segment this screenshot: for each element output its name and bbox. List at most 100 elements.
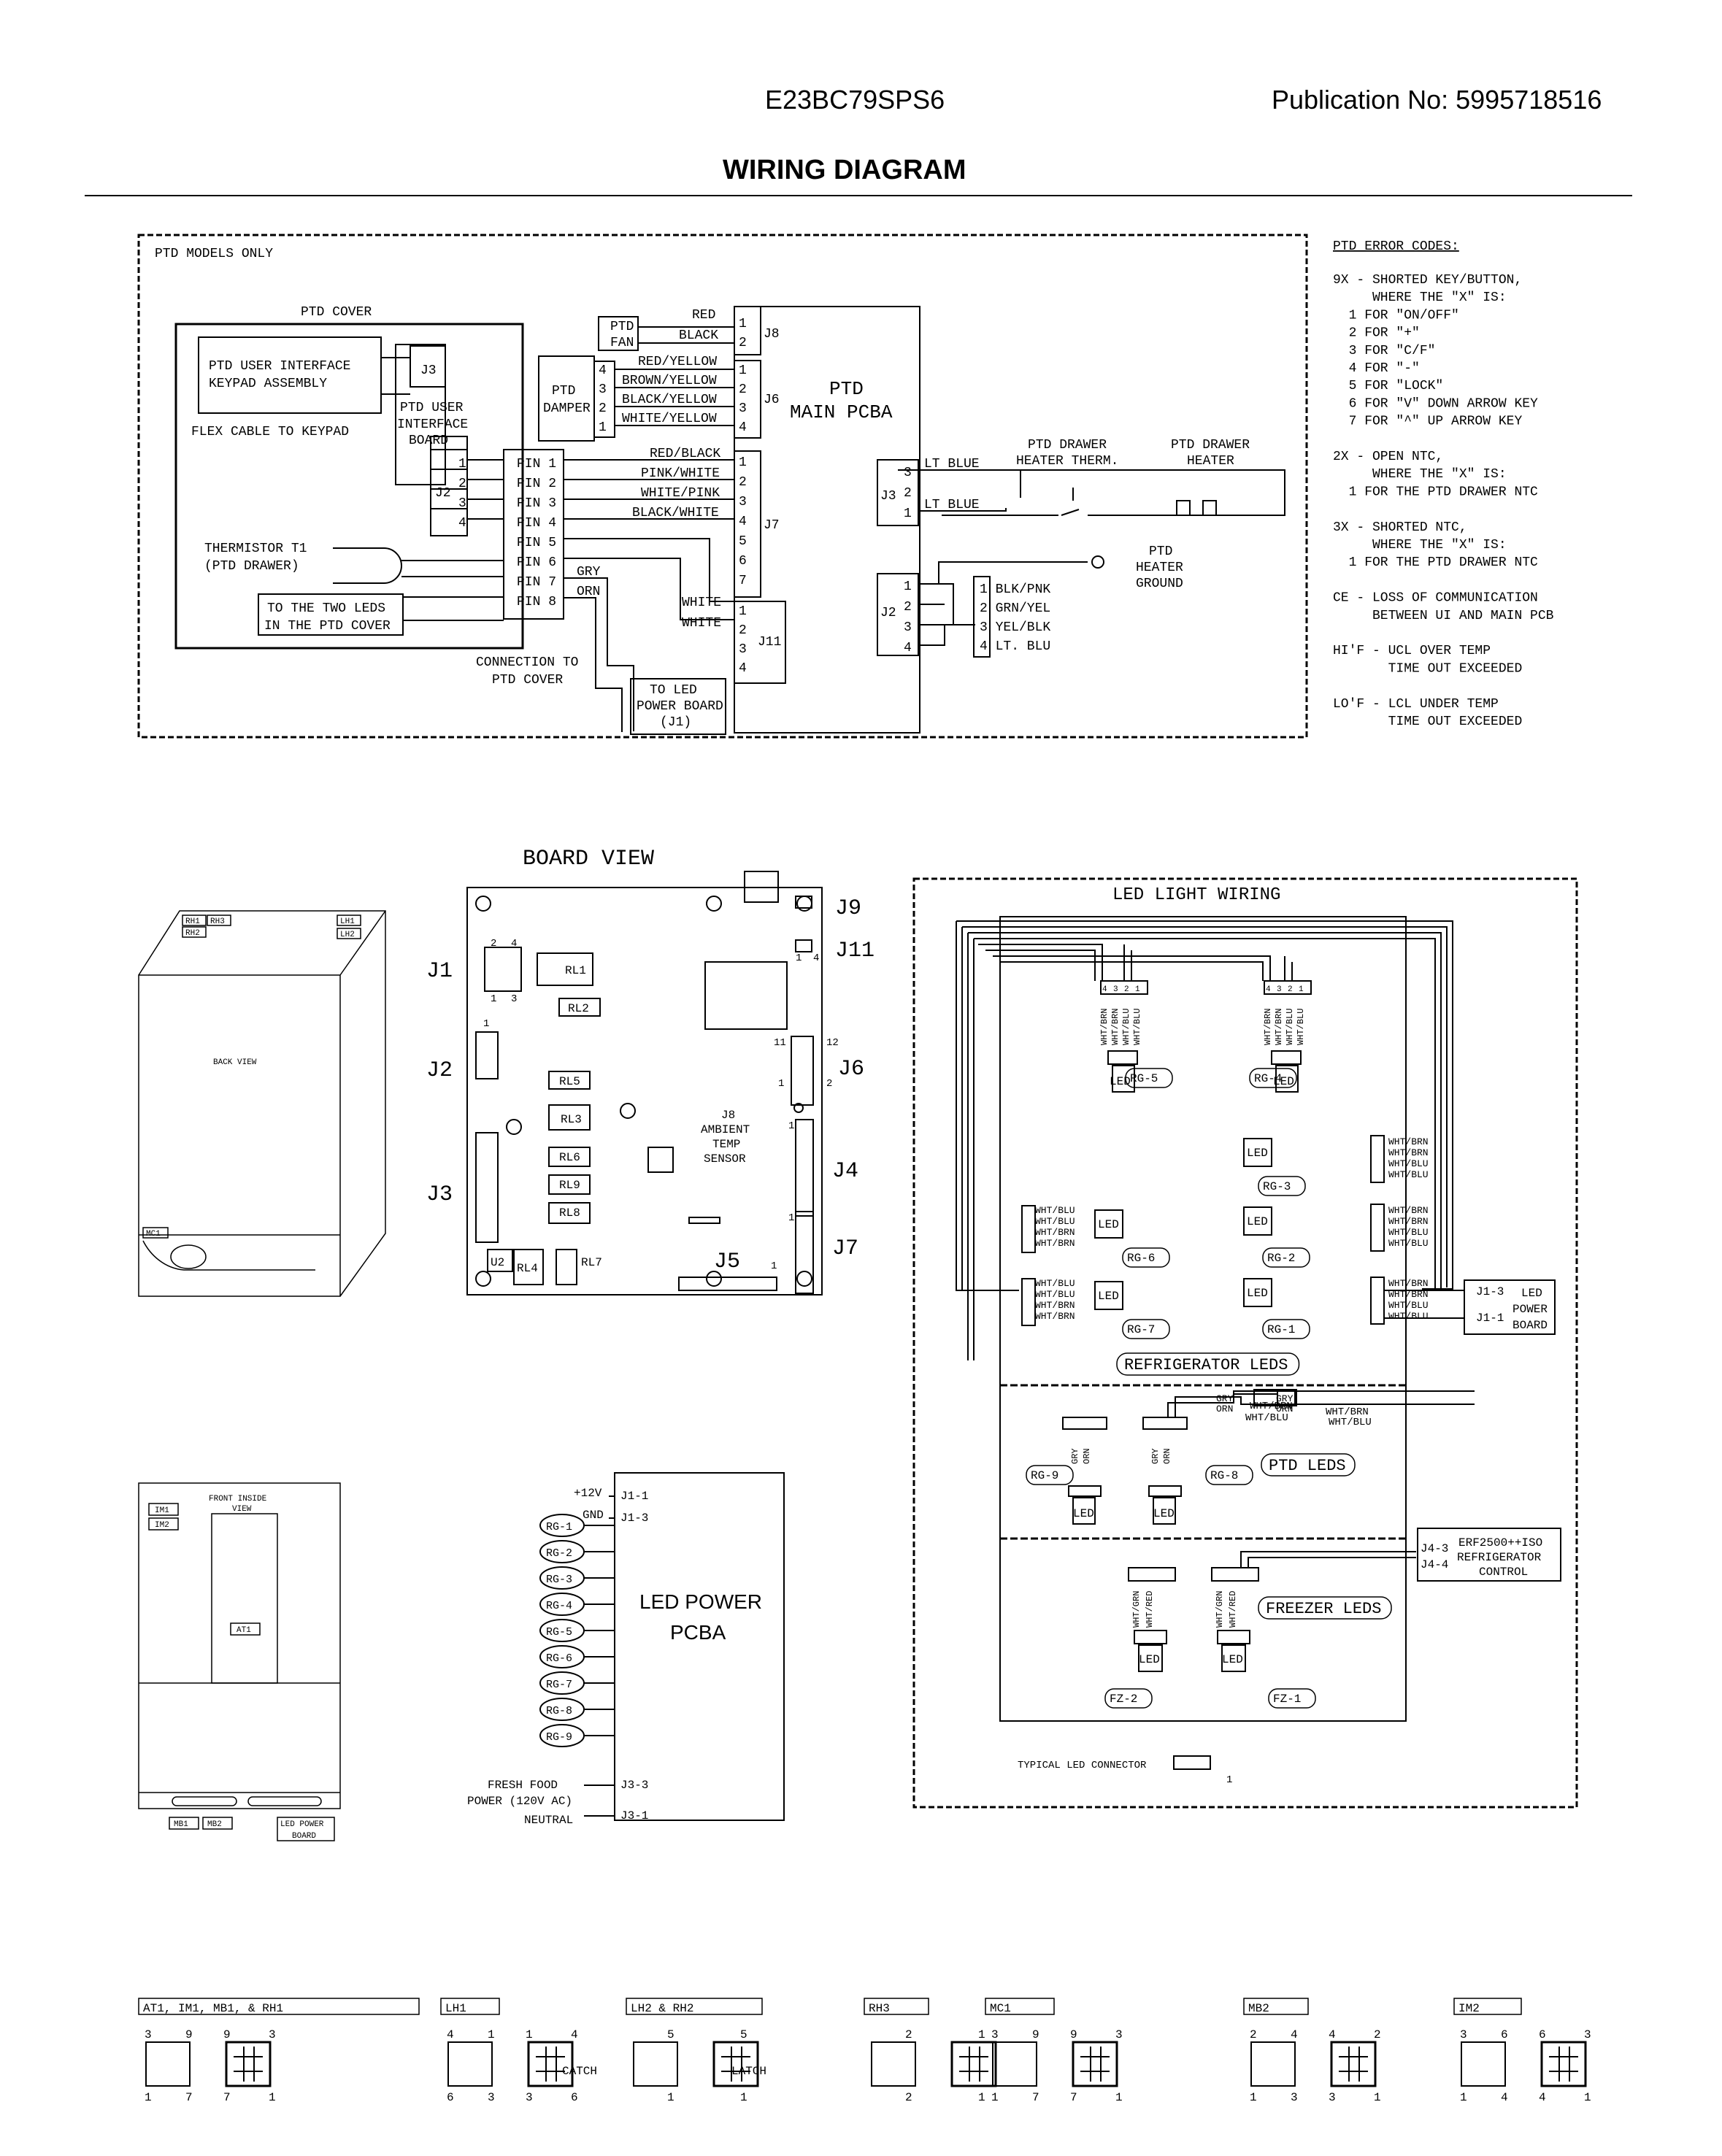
board-pin: 12 <box>826 1037 839 1049</box>
j7-pin: 2 <box>739 475 747 490</box>
error-code-line: 7 FOR "^" UP ARROW KEY <box>1333 415 1522 429</box>
connector-pin: 6 <box>1539 2028 1546 2041</box>
led-power-pin: J1-3 <box>620 1512 648 1525</box>
connector-label-box <box>440 1998 500 2015</box>
connector-pin: 2 <box>1288 985 1293 994</box>
j8-label: J8 <box>764 327 780 342</box>
wire-label-vertical: WHT/BRN <box>1110 1009 1121 1045</box>
led-light-wiring <box>912 877 1578 1809</box>
neutral-label: NEUTRAL <box>524 1814 573 1827</box>
model-number: E23BC79SPS6 <box>765 85 945 115</box>
back-label: RH2 <box>185 929 200 938</box>
wire-label: WHT/BLU <box>1035 1216 1075 1227</box>
wire-label: WHT/BRN <box>1035 1300 1075 1311</box>
wire-label-orn: ORN <box>577 585 600 599</box>
connector-face <box>1461 2041 1506 2087</box>
rg-badge-label: RG-3 <box>1263 1180 1291 1193</box>
rg-badge <box>1122 1247 1170 1268</box>
rg-ovals: RG-1RG-2RG-3RG-4RG-5RG-6RG-7RG-8RG-9 <box>539 1514 615 1747</box>
wire-label: BROWN/YELLOW <box>622 374 717 388</box>
connector-pin: 6 <box>571 2091 578 2104</box>
fresh-food-label: FRESH FOOD <box>488 1779 558 1792</box>
j11-pin: 2 <box>739 623 747 638</box>
connector-label-box <box>1453 1998 1522 2015</box>
connector-pin: 9 <box>185 2028 193 2041</box>
connector-face <box>145 2041 191 2087</box>
led-power-text: +12V GND J1-1 J1-3 J3-3 J3-1 LED POWER P… <box>467 1487 762 1827</box>
ptd-frame-label: PTD MODELS ONLY <box>155 247 273 261</box>
damper-pin: 3 <box>599 382 607 397</box>
connector-grid <box>721 2047 750 2082</box>
wire-label: RED/YELLOW <box>638 355 717 369</box>
j7-pin: 4 <box>739 515 747 529</box>
error-code-line: 3 FOR "C/F" <box>1333 344 1435 358</box>
wire-label-vertical: WHT/BLU <box>1285 1009 1295 1045</box>
error-code-line: 1 FOR THE PTD DRAWER NTC <box>1333 485 1538 499</box>
board-pin: 1 <box>788 1120 794 1132</box>
rg-badge <box>1258 1176 1306 1196</box>
rg-badge <box>1205 1465 1253 1485</box>
thermistor-label-2: (PTD DRAWER) <box>204 559 299 574</box>
j8-sensor-label: J8 <box>721 1109 735 1122</box>
j6-pin: 3 <box>739 401 747 416</box>
wire-label-vertical: WHT/BLU <box>1132 1009 1142 1045</box>
ui-board-label-2: INTERFACE <box>397 417 468 432</box>
j8-pin: 2 <box>739 336 747 350</box>
connector-pin: 1 <box>269 2091 276 2104</box>
wire-label-vertical: WHT/BRN <box>1263 1009 1273 1045</box>
error-code-line: CE - LOSS OF COMMUNICATION <box>1333 591 1538 606</box>
j7-pin: 1 <box>739 455 747 470</box>
relay-label: RL1 <box>565 964 586 977</box>
wire-label-white: WHITE <box>682 596 721 610</box>
connector-grid <box>234 2047 263 2082</box>
wire-label: RED <box>692 308 715 323</box>
rg-badge <box>1122 1319 1170 1339</box>
error-code-line: 1 FOR "ON/OFF" <box>1333 308 1459 323</box>
connector-face <box>1072 2041 1118 2087</box>
to-led-label-2: POWER BOARD <box>637 699 723 714</box>
wire-label-vertical: WHT/RED <box>1228 1591 1238 1628</box>
damper-label-2: DAMPER <box>543 401 591 416</box>
ptd-text: PTD MODELS ONLY PTD COVER PTD USER INTER… <box>155 247 1250 730</box>
section-badge <box>1116 1352 1300 1376</box>
board-view <box>466 871 823 1295</box>
error-code-line: TIME OUT EXCEEDED <box>1333 715 1522 729</box>
led-label: LED <box>1273 1075 1294 1088</box>
u2-label: U2 <box>491 1256 504 1269</box>
relay-label: RL7 <box>581 1256 602 1269</box>
error-code-line: TIME OUT EXCEEDED <box>1333 661 1522 676</box>
wire-label: WHT/BLU <box>1388 1238 1429 1249</box>
j6-pin: 2 <box>739 382 747 397</box>
rg-oval-label: RG-7 <box>546 1679 572 1691</box>
connector-pin: 1 <box>978 2091 985 2104</box>
wire-label-vertical: WHT/GRN <box>1215 1591 1225 1628</box>
board-view-text: BOARD VIEW RL1 RL2 RL5 RL3 RL6 RL9 RL8 R… <box>426 847 875 1275</box>
error-code-line: 1 FOR THE PTD DRAWER NTC <box>1333 555 1538 570</box>
connector-pin: 1 <box>978 2028 985 2041</box>
keypad-label-1: PTD USER INTERFACE <box>209 359 350 374</box>
connector-label: MC1 <box>990 2002 1011 2015</box>
connector-pin: 3 <box>488 2091 495 2104</box>
board-pin: 11 <box>774 1037 786 1049</box>
wire-label: WHT/BLU <box>1388 1169 1429 1180</box>
wire-label-vertical: GRY <box>1150 1448 1161 1464</box>
relay-label: RL3 <box>561 1113 582 1126</box>
connector-label: LH2 & RH2 <box>631 2002 693 2015</box>
error-code-line: 3X - SHORTED NTC, <box>1333 520 1467 535</box>
to-led-label-1: TO LED <box>650 683 697 698</box>
erf-pin: J4-4 <box>1421 1558 1448 1571</box>
connection-label-1: CONNECTION TO <box>476 655 578 670</box>
pin-label: PIN 8 <box>517 595 556 609</box>
led-label: LED <box>1247 1287 1268 1300</box>
wire-label: WHT/BRN <box>1388 1289 1429 1300</box>
main-j3-pin: 3 <box>904 466 912 480</box>
rg-badge <box>1026 1465 1074 1485</box>
connector-pin: 3 <box>1291 2091 1298 2104</box>
connector-pin: 3 <box>145 2028 152 2041</box>
error-code-line: LO'F - LCL UNDER TEMP <box>1333 697 1499 712</box>
jack-label: J9 <box>835 896 861 921</box>
wire-label-vertical: WHT/RED <box>1145 1591 1155 1628</box>
connector-grid <box>1080 2047 1110 2082</box>
harness-label: 1 BLK/PNK <box>980 582 1050 597</box>
